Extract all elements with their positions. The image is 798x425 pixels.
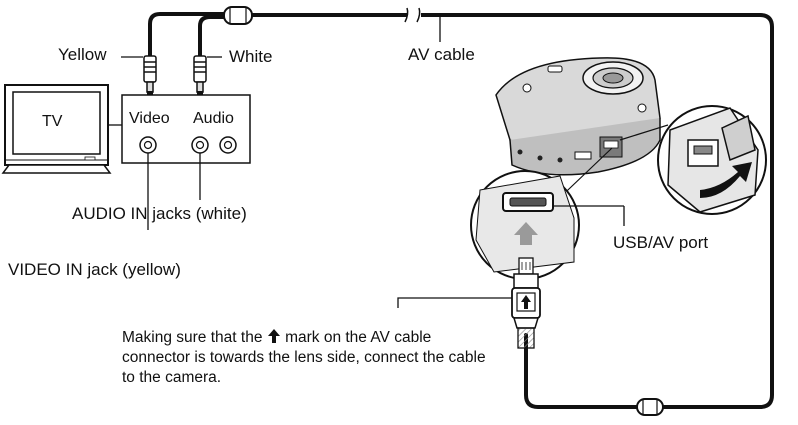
av-cable-connector xyxy=(511,257,541,349)
usb-av-port-label: USB/AV port xyxy=(613,233,709,252)
rca-plug-white xyxy=(193,55,207,97)
audio-in-jack-left xyxy=(191,136,209,154)
insert-up-arrow-icon xyxy=(514,222,538,235)
av-cable xyxy=(148,12,774,409)
cover-zoom-leader xyxy=(619,124,669,141)
rca-plug-yellow xyxy=(143,55,157,97)
note-leader xyxy=(397,297,512,308)
video-label: Video xyxy=(129,110,170,127)
note-line-3: to the camera. xyxy=(122,369,222,386)
audio-in-jack-right xyxy=(219,136,237,154)
port-cover-inset xyxy=(657,105,767,215)
audio-in-jacks-label: AUDIO IN jacks (white) xyxy=(72,204,247,223)
camera-illustration xyxy=(495,57,661,176)
note-line-1: Making sure that the mark on the AV cabl… xyxy=(122,328,486,348)
note-line-1-end: mark on the AV cable xyxy=(285,329,432,346)
av-cable-label: AV cable xyxy=(408,45,475,64)
ferrite-core-top xyxy=(223,6,253,25)
cable-break-mark xyxy=(404,7,421,23)
white-label: White xyxy=(229,47,273,66)
note-line-2: connector is towards the lens side, conn… xyxy=(122,349,486,366)
instruction-note: Making sure that the mark on the AV cabl… xyxy=(122,328,486,388)
tv-jack-panel xyxy=(121,94,251,164)
video-in-jack xyxy=(139,136,157,154)
ferrite-core-bottom xyxy=(636,398,664,416)
usb-av-port-inset xyxy=(470,170,580,280)
open-cover-arrow-icon xyxy=(700,162,752,198)
audio-label: Audio xyxy=(193,110,234,127)
up-arrow-mark-icon xyxy=(267,329,280,343)
note-line-1-start: Making sure that the xyxy=(122,329,263,346)
up-arrow-mark-icon xyxy=(521,295,531,309)
tv-label: TV xyxy=(42,113,63,130)
video-in-jack-label: VIDEO IN jack (yellow) xyxy=(8,260,181,279)
tv-illustration xyxy=(1,84,122,174)
yellow-label: Yellow xyxy=(58,45,107,64)
